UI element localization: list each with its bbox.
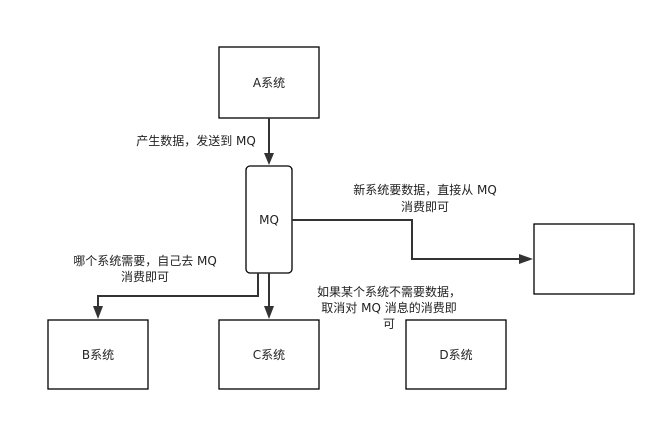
edge-label-mq-to-b-line-2: 消费即可 (121, 270, 169, 284)
edge-label-a-to-mq: 产生数据，发送到 MQ (136, 133, 256, 148)
node-system-a-box (218, 46, 320, 119)
edge-a-to-mq (264, 118, 274, 165)
node-system-b[interactable]: B系统 (47, 319, 149, 390)
node-system-d-box (405, 319, 507, 390)
node-system-c[interactable]: C系统 (218, 319, 320, 390)
edge-label-mq-to-b: 哪个系统需要，自己去 MQ 消费即可 (73, 254, 217, 284)
edge-label-mq-to-d-line-1: 如果某个系统不需要数据， (317, 284, 461, 299)
node-mq[interactable]: MQ (245, 165, 293, 274)
edge-mq-to-b (93, 273, 259, 319)
edge-mq-to-new-system-line (292, 219, 521, 260)
node-mq-label: MQ (259, 213, 279, 227)
node-system-d[interactable]: D系统 (405, 319, 507, 390)
node-system-a[interactable]: A系统 (218, 46, 320, 119)
node-system-a-label: A系统 (253, 76, 285, 90)
node-system-b-label: B系统 (82, 348, 114, 362)
edge-mq-to-c (264, 273, 274, 319)
node-system-c-box (218, 319, 320, 390)
edge-mq-to-new-system (292, 219, 533, 264)
node-system-b-box (47, 319, 149, 390)
edge-label-mq-to-b-line-1: 哪个系统需要，自己去 MQ (73, 254, 217, 268)
edge-mq-to-b-line (97, 273, 259, 307)
edge-mq-to-new-system-arrowhead (519, 254, 533, 264)
edge-label-mq-to-d: 如果某个系统不需要数据， 取消对 MQ 消息的消费即 可 (317, 284, 461, 331)
node-new-system[interactable] (533, 223, 635, 295)
edge-label-mq-to-new-system: 新系统要数据，直接从 MQ 消费即可 (353, 182, 497, 214)
node-system-d-label: D系统 (439, 348, 472, 362)
edge-a-to-mq-arrowhead (264, 153, 274, 165)
node-system-c-label: C系统 (253, 348, 285, 362)
edge-mq-to-b-arrowhead (93, 306, 103, 319)
node-new-system-box (533, 223, 635, 295)
edge-mq-to-c-arrowhead (264, 306, 274, 319)
edge-label-mq-to-new-system-line-1: 新系统要数据，直接从 MQ (353, 182, 497, 197)
edge-label-mq-to-d-line-2: 取消对 MQ 消息的消费即 (321, 300, 456, 315)
edge-label-mq-to-d-line-3: 可 (383, 317, 395, 331)
edge-label-mq-to-new-system-line-2: 消费即可 (401, 200, 449, 214)
